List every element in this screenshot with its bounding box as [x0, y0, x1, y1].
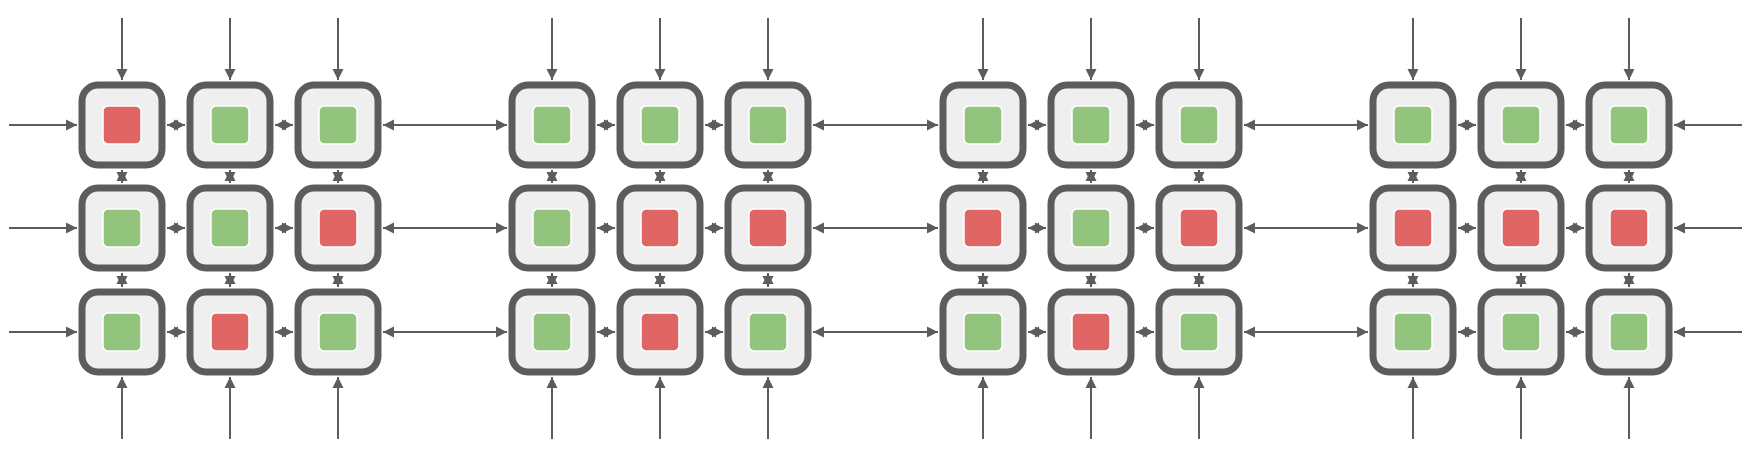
panel-4: [1369, 81, 1673, 376]
cell: [1477, 184, 1565, 272]
cell-state-red: [640, 312, 680, 352]
cell: [1585, 81, 1673, 169]
cell-state-red: [210, 312, 250, 352]
cell: [724, 288, 812, 376]
cell: [1047, 184, 1135, 272]
cell: [1585, 184, 1673, 272]
panel-3: [939, 81, 1243, 376]
cell-state-red: [318, 208, 358, 248]
cell: [616, 288, 704, 376]
cell: [294, 288, 382, 376]
cell-state-green: [1501, 312, 1541, 352]
cell-state-red: [102, 105, 142, 145]
cell: [1477, 81, 1565, 169]
cell: [939, 81, 1027, 169]
cell-state-green: [748, 312, 788, 352]
cell-state-green: [1609, 312, 1649, 352]
cell: [508, 288, 596, 376]
cell: [724, 81, 812, 169]
cell-state-green: [1393, 105, 1433, 145]
cell: [508, 184, 596, 272]
cell-state-red: [1179, 208, 1219, 248]
cell: [1585, 288, 1673, 376]
cell: [508, 81, 596, 169]
cell-state-green: [1393, 312, 1433, 352]
cell: [294, 81, 382, 169]
cell-state-red: [748, 208, 788, 248]
cell-state-green: [532, 312, 572, 352]
cell-state-green: [210, 208, 250, 248]
cell-state-green: [532, 105, 572, 145]
cell-state-red: [1501, 208, 1541, 248]
cell-state-green: [1071, 208, 1111, 248]
cell: [186, 288, 274, 376]
cell-state-green: [640, 105, 680, 145]
cell: [78, 184, 166, 272]
cell: [1369, 81, 1457, 169]
cell: [186, 81, 274, 169]
cell-state-red: [1071, 312, 1111, 352]
cell: [1369, 288, 1457, 376]
cell: [1477, 288, 1565, 376]
cell-state-green: [1609, 105, 1649, 145]
cell-state-green: [102, 312, 142, 352]
cell: [616, 81, 704, 169]
cell-state-red: [1393, 208, 1433, 248]
cell: [939, 184, 1027, 272]
cell: [78, 81, 166, 169]
cell: [294, 184, 382, 272]
cell-state-green: [210, 105, 250, 145]
cell: [939, 288, 1027, 376]
cell-state-green: [1179, 105, 1219, 145]
cell: [1047, 288, 1135, 376]
cell: [1155, 184, 1243, 272]
cell-state-green: [1179, 312, 1219, 352]
cell-state-green: [1501, 105, 1541, 145]
cell: [1155, 288, 1243, 376]
cell-state-green: [532, 208, 572, 248]
cell-state-green: [102, 208, 142, 248]
cell: [78, 288, 166, 376]
panel-1: [78, 81, 382, 376]
cell-state-green: [748, 105, 788, 145]
cell-state-green: [318, 312, 358, 352]
cell: [1155, 81, 1243, 169]
cell-state-green: [963, 312, 1003, 352]
cell-state-green: [1071, 105, 1111, 145]
panel-2: [508, 81, 812, 376]
cell: [724, 184, 812, 272]
cell: [186, 184, 274, 272]
cell-state-green: [963, 105, 1003, 145]
cell: [1047, 81, 1135, 169]
cell-state-red: [963, 208, 1003, 248]
cell: [1369, 184, 1457, 272]
cell-state-green: [318, 105, 358, 145]
cell-state-red: [1609, 208, 1649, 248]
cell: [616, 184, 704, 272]
cell-state-red: [640, 208, 680, 248]
